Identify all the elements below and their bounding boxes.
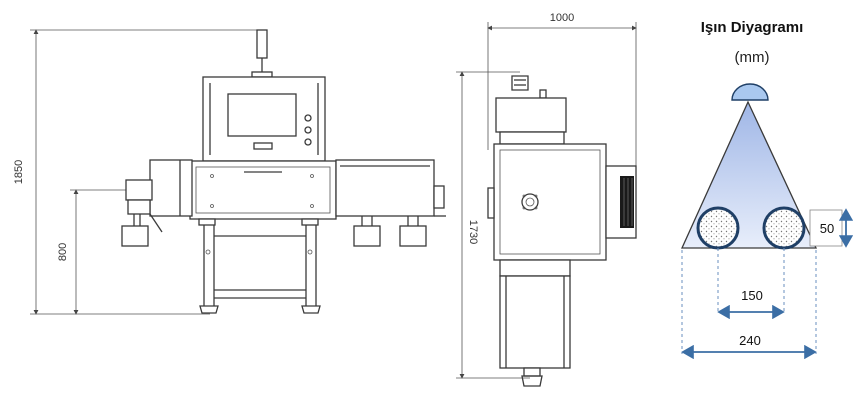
- side-view: 1000 1730: [456, 12, 637, 387]
- beacon-light: [256, 29, 268, 59]
- xray-source-icon: [731, 83, 769, 101]
- side-port: [521, 193, 539, 211]
- dim-240: 240: [739, 333, 761, 348]
- reject-unit: [125, 179, 153, 201]
- beam-diagram-title: Işın Diyagramı: [701, 19, 804, 36]
- dim-1850: 1850: [13, 160, 25, 184]
- infeed-conveyor: [149, 159, 193, 217]
- side-cabinet: [495, 97, 567, 133]
- dim-50: 50: [820, 221, 834, 236]
- dim-800: 800: [57, 243, 69, 261]
- front-view: 1850 800: [13, 29, 446, 315]
- product-left-icon: [696, 206, 740, 250]
- beam-diagram: Işın Diyagramı (mm) 50 150 240: [680, 19, 854, 360]
- touch-screen: [227, 93, 297, 137]
- dim-1730: 1730: [467, 220, 479, 244]
- cooling-fins: [620, 176, 634, 228]
- beam-diagram-unit: (mm): [735, 49, 770, 66]
- side-tunnel: [493, 143, 607, 261]
- product-right-icon: [762, 206, 806, 250]
- inspection-tunnel: [189, 160, 337, 220]
- dim-150: 150: [741, 288, 763, 303]
- outfeed-conveyor: [335, 159, 435, 217]
- side-leg-frame: [499, 275, 571, 369]
- dim-1000: 1000: [550, 12, 574, 24]
